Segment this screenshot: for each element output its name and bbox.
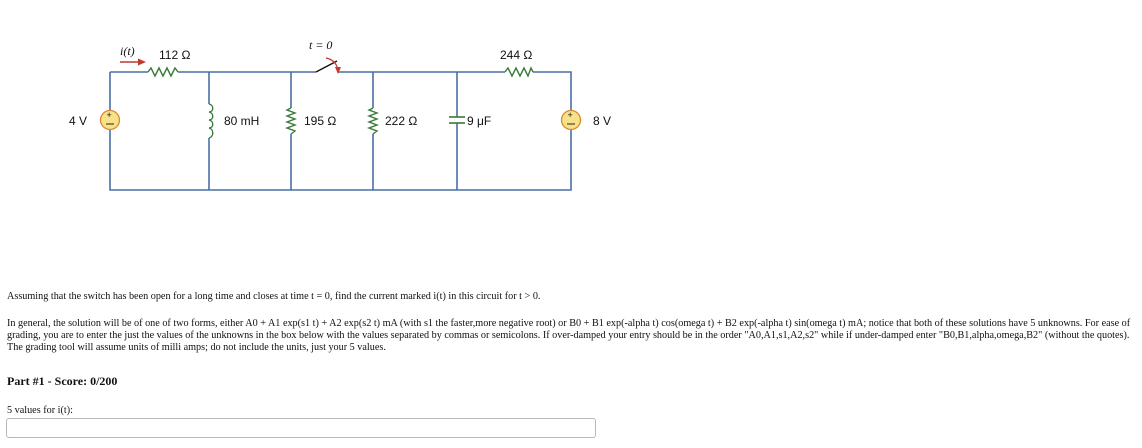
resistor-244-symbol: [504, 66, 534, 78]
inductor-symbol: [208, 103, 214, 139]
top-wire-end: [533, 71, 572, 110]
left-source-bottom: [109, 130, 572, 191]
voltage-source-right-label: 8 V: [593, 114, 611, 128]
circuit-wires: [109, 71, 572, 191]
current-arrow: [120, 58, 146, 66]
answer-input[interactable]: [6, 418, 596, 438]
part-score-heading: Part #1 - Score: 0/200: [7, 374, 118, 388]
resistor-112-label: 112 Ω: [159, 48, 190, 62]
voltage-source-left-label: 4 V: [69, 114, 87, 128]
capacitor-symbol: [449, 116, 465, 124]
resistor-244-label: 244 Ω: [500, 48, 532, 62]
circuit-diagram: i(t) 112 Ω t = 0 244 Ω + 4 V 80 mH 195 Ω…: [69, 38, 611, 191]
capacitor-label: 9 μF: [467, 114, 491, 128]
inductor-label: 80 mH: [224, 114, 259, 128]
svg-text:+: +: [568, 110, 573, 120]
current-label: i(t): [120, 44, 135, 58]
problem-instructions: In general, the solution will be of one …: [7, 318, 1131, 353]
problem-intro: Assuming that the switch has been open f…: [7, 291, 541, 302]
resistor-112-symbol: [147, 66, 179, 78]
voltage-source-right-symbol: +: [560, 109, 582, 131]
resistor-222-label: 222 Ω: [385, 114, 417, 128]
switch-symbol: [315, 57, 341, 74]
resistor-222-symbol: [367, 107, 379, 135]
voltage-source-left-symbol: +: [99, 109, 121, 131]
switch-label: t = 0: [309, 38, 332, 52]
svg-text:+: +: [107, 110, 112, 120]
answer-label: 5 values for i(t):: [7, 405, 73, 416]
resistor-195-label: 195 Ω: [304, 114, 336, 128]
resistor-195-symbol: [285, 107, 297, 135]
